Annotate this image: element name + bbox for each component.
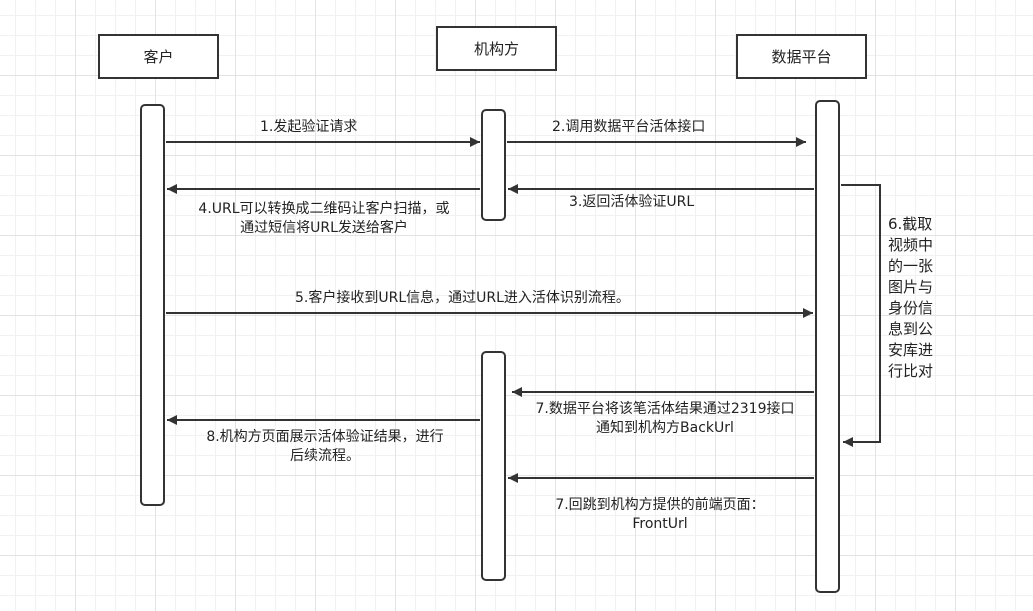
message-label-2: 2.调用数据平台活体接口: [552, 119, 706, 135]
actor-customer-label: 客户: [143, 48, 174, 66]
message-label-1: 1.发起验证请求: [260, 119, 358, 135]
activation-bar-customer: [140, 104, 165, 506]
note-line: 图片与: [888, 278, 934, 296]
message-label-8: 8.机构方页面展示活体验证结果，进行 后续流程。: [170, 428, 480, 466]
message-label-7a-line2: 通知到机构方BackUrl: [596, 420, 734, 436]
arrow-m6-self: [841, 184, 881, 447]
note-line: 视频中: [888, 236, 934, 254]
actor-institution: 机构方: [436, 26, 557, 71]
message-label-7b: 7.回跳到机构方提供的前端页面： FrontUrl: [528, 496, 792, 534]
message-label-3: 3.返回活体验证URL: [569, 194, 695, 210]
message-label-8-line1: 8.机构方页面展示活体验证结果，进行: [206, 429, 444, 445]
message-label-7a: 7.数据平台将该笔活体结果通过2319接口 通知到机构方BackUrl: [500, 400, 830, 438]
activation-bar-platform: [815, 100, 840, 593]
actor-platform-label: 数据平台: [771, 48, 832, 66]
note-line: 安库进: [888, 341, 934, 359]
actor-customer: 客户: [98, 34, 219, 79]
actor-institution-label: 机构方: [473, 40, 519, 58]
message-label-6-note: 6.截取 视频中 的一张 图片与 身份信 息到公 安库进 行比对: [888, 214, 933, 382]
note-line: 息到公: [888, 320, 934, 338]
message-label-8-line2: 后续流程。: [290, 448, 360, 464]
message-label-7b-line2: FrontUrl: [632, 516, 688, 532]
note-line: 的一张: [888, 257, 934, 275]
note-line: 行比对: [888, 362, 934, 380]
note-line: 6.截取: [888, 215, 933, 233]
message-label-4-line2: 通过短信将URL发送给客户: [240, 220, 408, 236]
message-label-4-line1: 4.URL可以转换成二维码让客户扫描，或: [198, 201, 450, 217]
note-line: 身份信: [888, 299, 934, 317]
activation-bar-institution-2: [481, 351, 506, 581]
message-label-7a-line1: 7.数据平台将该笔活体结果通过2319接口: [535, 401, 795, 417]
message-label-5: 5.客户接收到URL信息，通过URL进入活体识别流程。: [295, 290, 630, 306]
message-label-4: 4.URL可以转换成二维码让客户扫描，或 通过短信将URL发送给客户: [168, 200, 480, 238]
actor-platform: 数据平台: [736, 34, 867, 79]
activation-bar-institution-1: [481, 109, 506, 221]
message-label-7b-line1: 7.回跳到机构方提供的前端页面：: [555, 497, 765, 513]
